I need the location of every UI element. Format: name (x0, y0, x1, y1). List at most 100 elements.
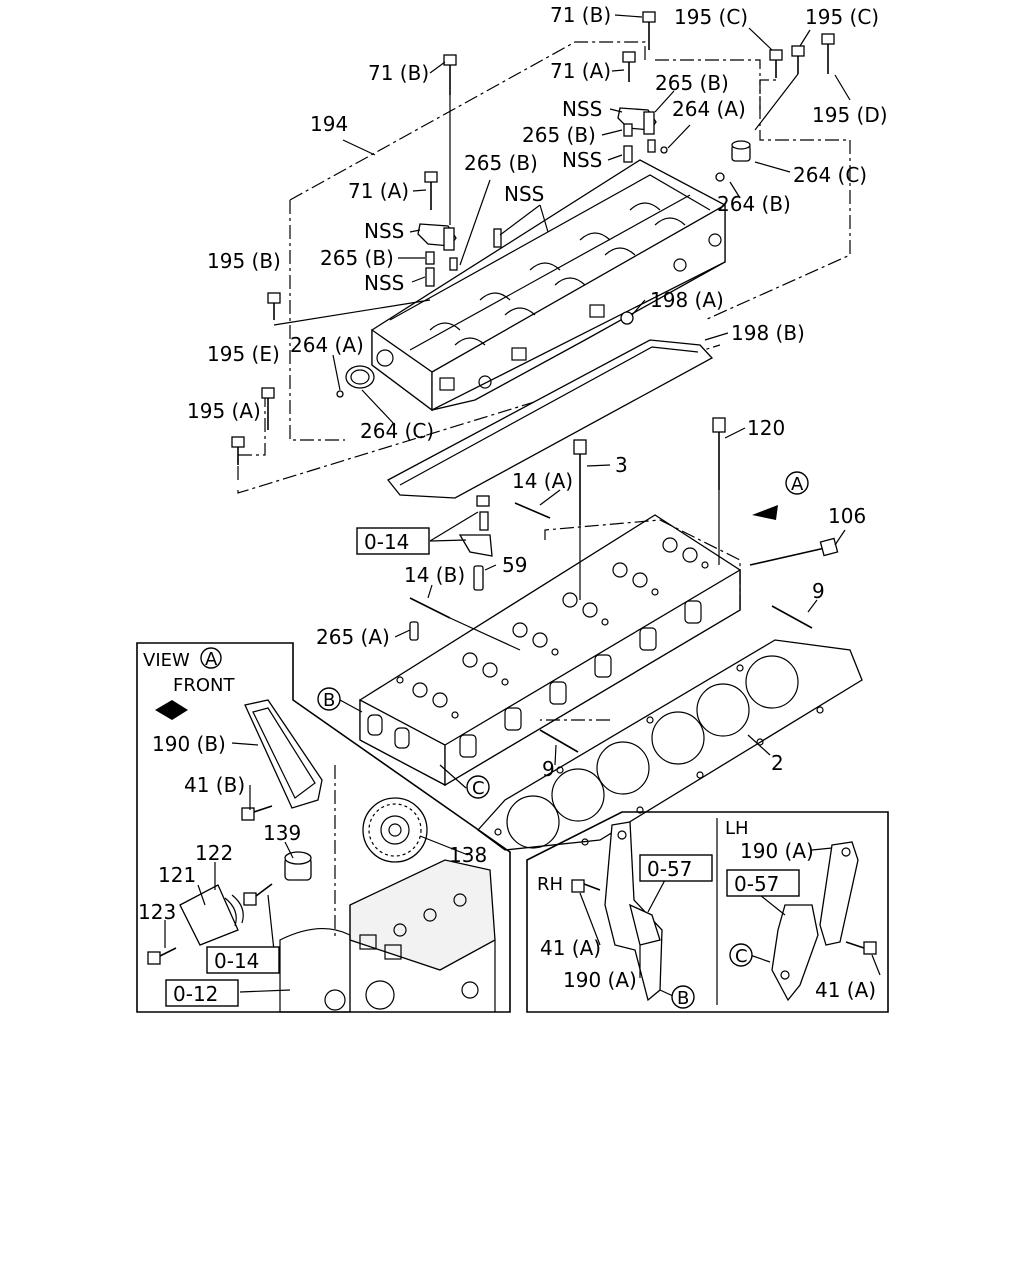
label-265b: 265 (B) (522, 123, 596, 147)
label-nss: NSS (504, 182, 544, 206)
bolt-195c-2 (754, 45, 805, 131)
cylinder-head-group (359, 417, 863, 851)
label-71a: 71 (A) (348, 179, 409, 203)
bolt-41a-lh (845, 941, 877, 955)
ref-014-text: 0-14 (364, 530, 409, 554)
front-label: FRONT (173, 675, 235, 696)
label-195c: 195 (C) (805, 5, 879, 29)
label-nss: NSS (364, 219, 404, 243)
dust-cover (179, 884, 244, 946)
bolt-014 (243, 883, 273, 906)
front-cover (244, 699, 323, 809)
callout-circle-c-head (466, 775, 490, 799)
label-265a: 265 (A) (316, 625, 390, 649)
carrier-gasket (387, 339, 714, 499)
stud-9-right (771, 605, 813, 629)
label-264a: 264 (A) (672, 97, 746, 121)
bolt-195e (261, 387, 275, 430)
view-a-panel (136, 642, 511, 1013)
callout-a-letter: A (791, 474, 804, 495)
label-265b: 265 (B) (655, 71, 729, 95)
rh-bracket (604, 821, 663, 1002)
label-71a: 71 (A) (550, 59, 611, 83)
label-264c: 264 (C) (793, 163, 867, 187)
bolt-71a-top (622, 51, 636, 82)
callout-circle-view-a (200, 647, 222, 669)
label-264c: 264 (C) (360, 419, 434, 443)
label-190a: 190 (A) (740, 839, 814, 863)
label-2: 2 (771, 751, 784, 775)
label-195c: 195 (C) (674, 5, 748, 29)
ref-012-text: 0-12 (173, 982, 218, 1006)
callout-b-letter: B (323, 690, 335, 711)
callout-circle-b-head (317, 687, 341, 711)
engine-front-outline (279, 765, 496, 1013)
label-122: 122 (195, 841, 233, 865)
label-190b: 190 (B) (152, 732, 226, 756)
label-138: 138 (449, 843, 487, 867)
nss-cap-upper (617, 107, 657, 163)
sensor-assembly (458, 495, 493, 557)
label-14b: 14 (B) (404, 563, 465, 587)
label-195b: 195 (B) (207, 249, 281, 273)
label-123: 123 (138, 900, 176, 924)
label-195d: 195 (D) (812, 103, 888, 127)
stud-14a (514, 502, 551, 519)
head-bolt-120 (712, 417, 726, 565)
ref-box-057-lh (726, 869, 800, 897)
label-139: 139 (263, 821, 301, 845)
label-9: 9 (542, 757, 555, 781)
label-265b: 265 (B) (464, 151, 538, 175)
dowel-59 (473, 565, 484, 591)
leader-lines (164, 14, 881, 997)
ref-box-014-top (356, 527, 430, 555)
plug (620, 311, 634, 325)
label-3: 3 (615, 453, 628, 477)
bolt-195d (821, 33, 835, 74)
stud-14b (409, 597, 451, 619)
bolt-195c-1 (769, 49, 783, 78)
plug (336, 390, 344, 398)
ref-057-text: 0-57 (734, 872, 779, 896)
bolt-71b-left (443, 54, 457, 225)
label-71b: 71 (B) (368, 61, 429, 85)
plug-cap (731, 140, 751, 162)
label-nss: NSS (562, 148, 602, 172)
label-194: 194 (310, 112, 348, 136)
callout-b-letter: B (677, 988, 689, 1009)
label-14a: 14 (A) (512, 469, 573, 493)
view-arrow (752, 505, 778, 520)
bracket-panel (526, 811, 889, 1013)
camshaft-gear (362, 797, 428, 863)
nss-cap-lower (417, 223, 458, 287)
label-121: 121 (158, 863, 196, 887)
label-41a: 41 (A) (540, 936, 601, 960)
camshaft-carrier-group (231, 11, 851, 499)
head-gasket (477, 639, 863, 851)
bolt-41a-rh (571, 879, 601, 893)
head-bolt-3 (573, 439, 587, 600)
callout-c-letter: C (472, 778, 485, 799)
dowel-pin (493, 228, 502, 248)
bushing (284, 851, 312, 881)
bolt-71b-top (642, 11, 656, 50)
label-120: 120 (747, 416, 785, 440)
callout-circle-a (785, 471, 809, 495)
ref-box-014-low (206, 946, 280, 974)
label-nss: NSS (562, 97, 602, 121)
stud-9-low (539, 729, 579, 753)
lh-label: LH (725, 818, 749, 839)
label-195a: 195 (A) (187, 399, 261, 423)
callout-circle-c-bracket (729, 943, 753, 967)
glow-plug (749, 537, 839, 566)
view-label: VIEW (143, 650, 190, 671)
label-41a: 41 (A) (815, 978, 876, 1002)
label-71b: 71 (B) (550, 3, 611, 27)
ref-box-012 (165, 979, 239, 1007)
label-nss: NSS (364, 271, 404, 295)
lh-bracket (771, 841, 859, 1002)
label-198b: 198 (B) (731, 321, 805, 345)
cylinder-head (359, 514, 741, 787)
ref-014-text: 0-14 (214, 949, 259, 973)
